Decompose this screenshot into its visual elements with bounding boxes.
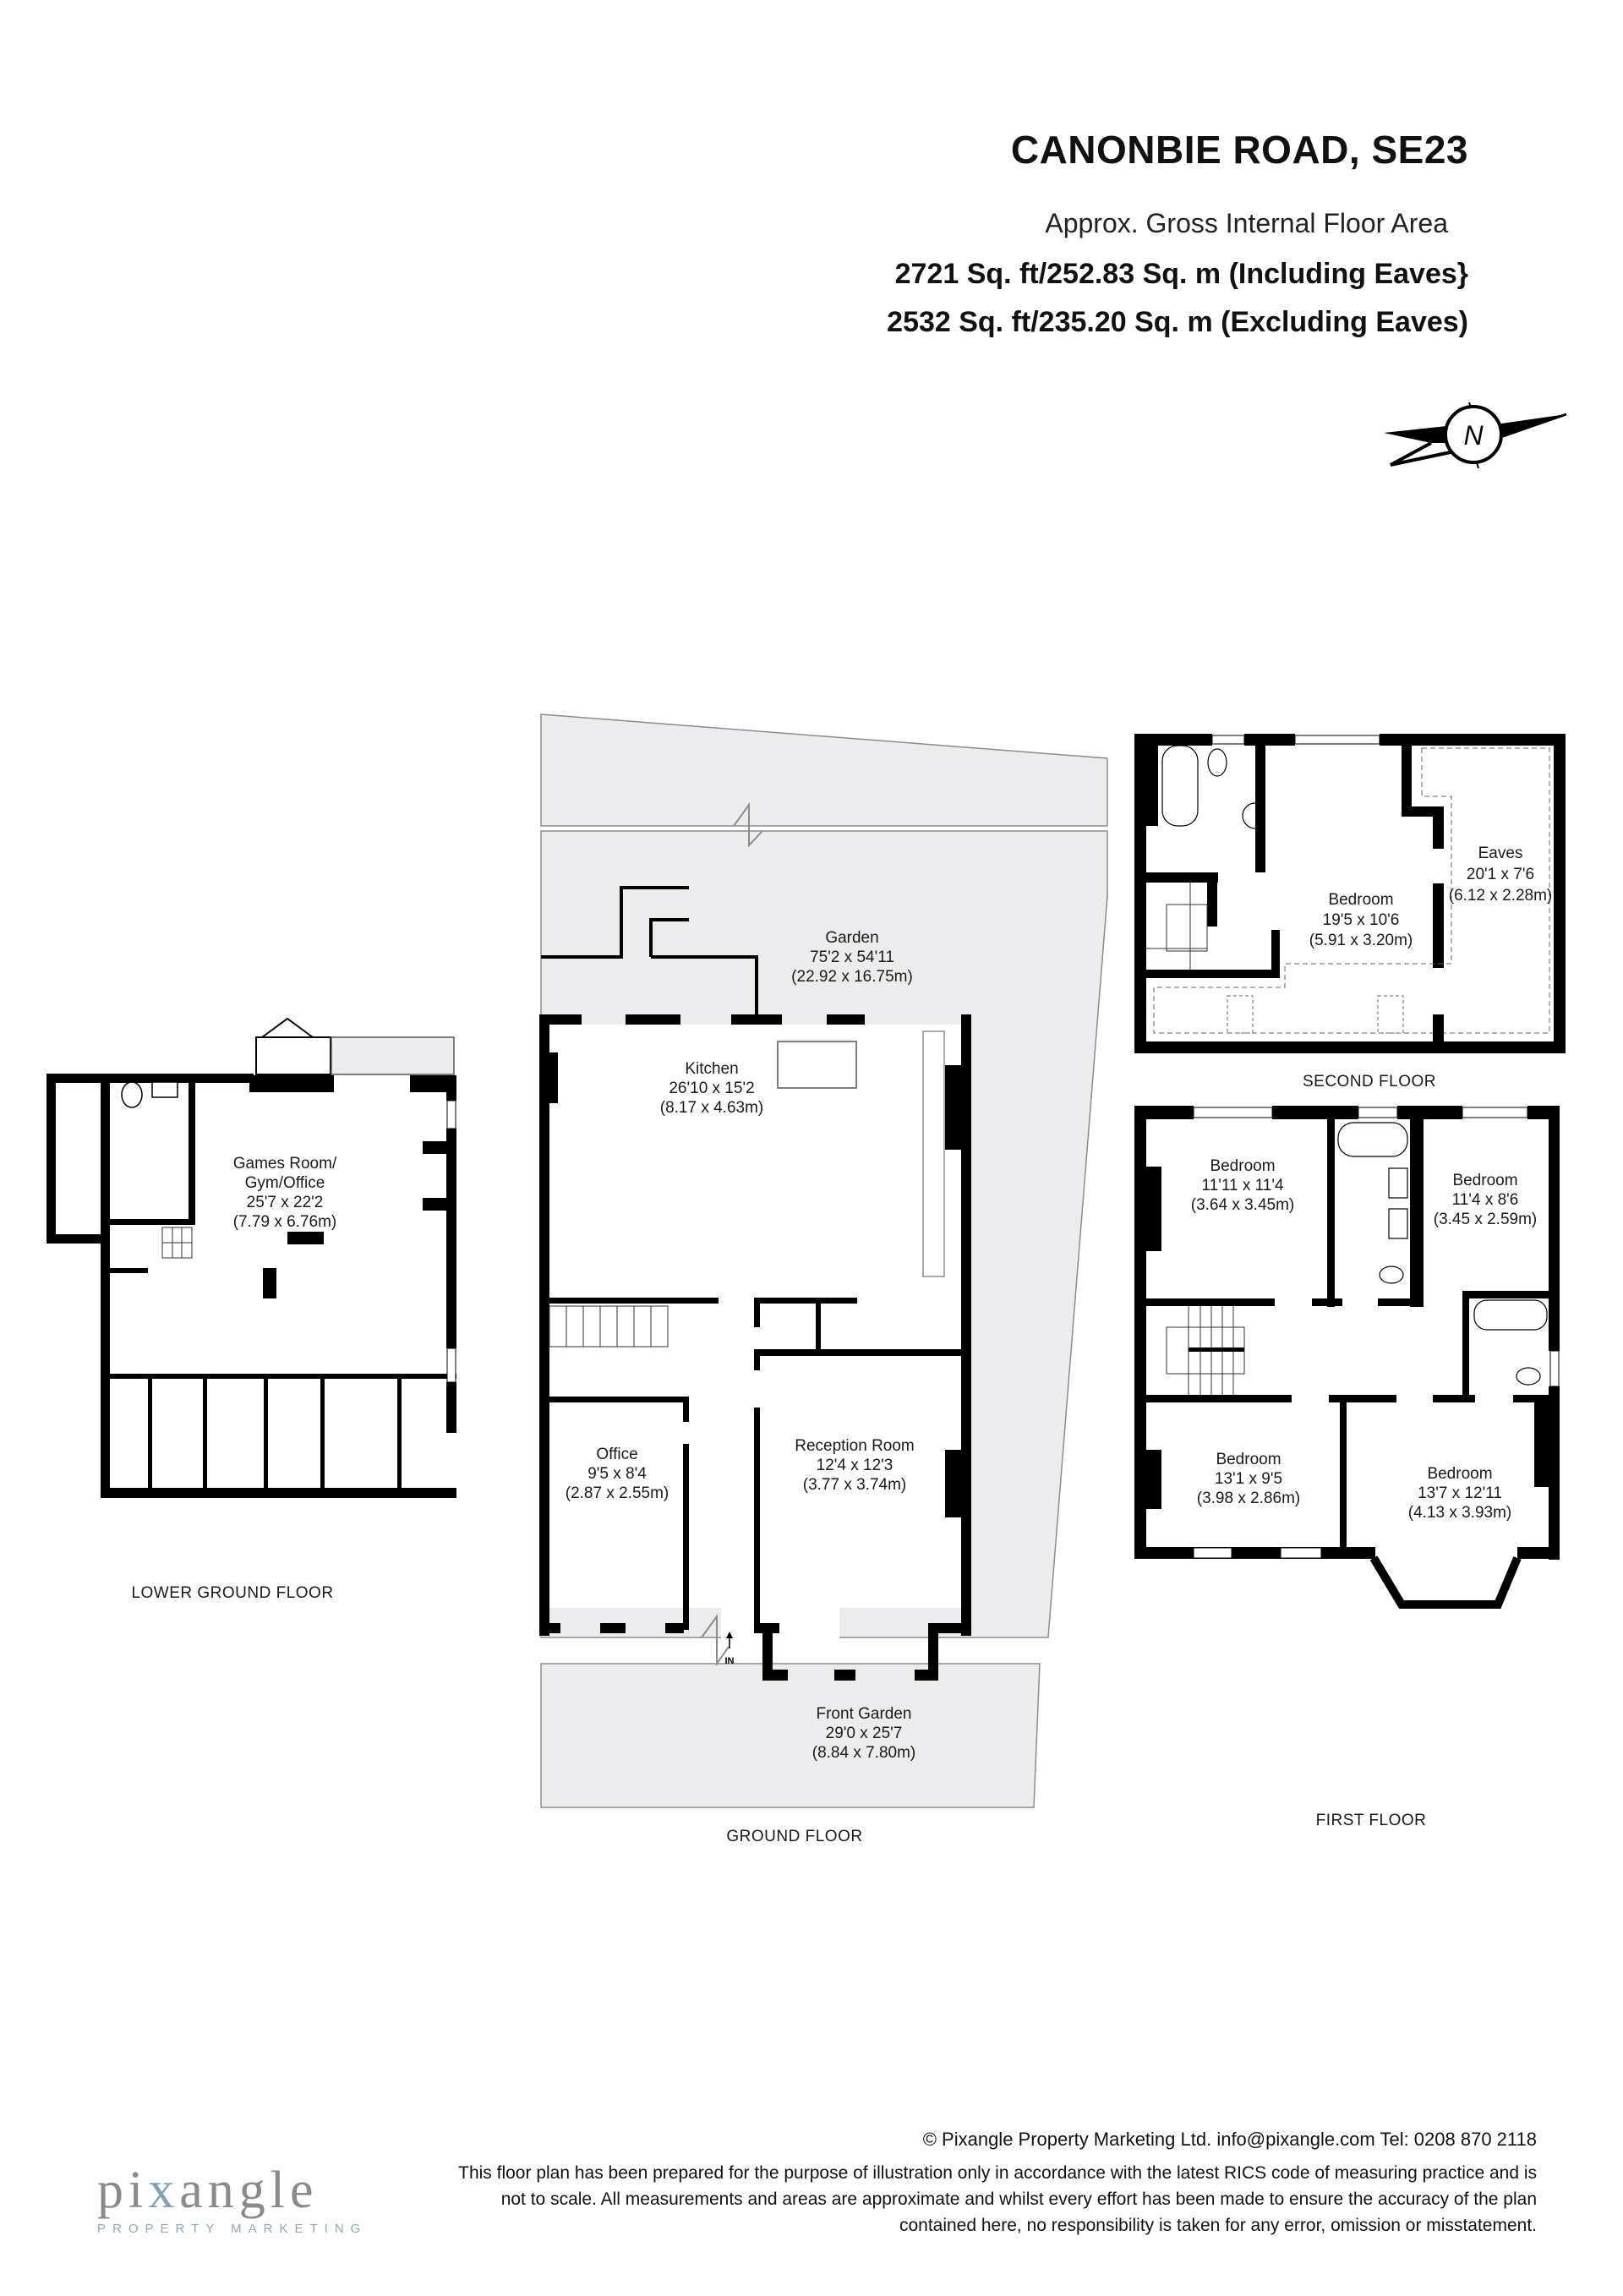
svg-text:25'7 x 22'2: 25'7 x 22'2 bbox=[247, 1194, 324, 1211]
svg-text:19'5 x 10'6: 19'5 x 10'6 bbox=[1323, 911, 1400, 929]
svg-text:(3.45 x 2.59m): (3.45 x 2.59m) bbox=[1434, 1211, 1538, 1228]
area-excluding-eaves: 2532 Sq. ft/235.20 Sq. m (Excluding Eave… bbox=[887, 306, 1468, 338]
svg-text:75'2 x 54'11: 75'2 x 54'11 bbox=[810, 948, 894, 966]
logo-wordmark: pixangle bbox=[97, 2162, 319, 2219]
svg-text:(6.12 x 2.28m): (6.12 x 2.28m) bbox=[1449, 887, 1553, 905]
svg-text:11'11 x 11'4: 11'11 x 11'4 bbox=[1201, 1177, 1283, 1194]
lower-ground-floor-plan: Games Room/ Gym/Office 25'7 x 22'2 (7.79… bbox=[46, 1017, 456, 1602]
svg-text:9'5 x 8'4: 9'5 x 8'4 bbox=[587, 1465, 647, 1483]
disclaimer-line-2: not to scale. All measurements and areas… bbox=[500, 2189, 1537, 2209]
svg-text:Eaves: Eaves bbox=[1478, 845, 1523, 862]
svg-text:Reception Room: Reception Room bbox=[795, 1437, 915, 1455]
entrance-label: IN bbox=[725, 1656, 735, 1666]
svg-text:Office: Office bbox=[596, 1446, 637, 1463]
area-including-eaves: 2721 Sq. ft/252.83 Sq. m (Including Eave… bbox=[894, 258, 1468, 290]
svg-text:(2.87 x 2.55m): (2.87 x 2.55m) bbox=[566, 1484, 669, 1502]
svg-text:(3.98 x 2.86m): (3.98 x 2.86m) bbox=[1197, 1490, 1301, 1507]
svg-text:GROUND FLOOR: GROUND FLOOR bbox=[726, 1828, 862, 1845]
area-subtitle: Approx. Gross Internal Floor Area bbox=[1045, 208, 1448, 238]
svg-text:N: N bbox=[1463, 420, 1484, 451]
svg-text:(5.91 x 3.20m): (5.91 x 3.20m) bbox=[1309, 932, 1413, 949]
disclaimer-line-3: contained here, no responsibility is tak… bbox=[899, 2216, 1537, 2235]
svg-text:Garden: Garden bbox=[825, 929, 878, 947]
first-floor-plan: Bedroom 11'11 x 11'4 (3.64 x 3.45m) Bedr… bbox=[1134, 1106, 1560, 1829]
pixangle-logo: pixangle PROPERTY MARKETING bbox=[97, 2164, 367, 2236]
svg-text:29'0 x 25'7: 29'0 x 25'7 bbox=[826, 1725, 903, 1742]
logo-tagline: PROPERTY MARKETING bbox=[97, 2222, 368, 2236]
svg-text:(8.84 x 7.80m): (8.84 x 7.80m) bbox=[812, 1744, 916, 1762]
svg-text:FIRST FLOOR: FIRST FLOOR bbox=[1316, 1812, 1427, 1829]
svg-text:13'7 x 12'11: 13'7 x 12'11 bbox=[1418, 1484, 1502, 1502]
svg-text:(7.79 x 6.76m): (7.79 x 6.76m) bbox=[233, 1213, 337, 1231]
svg-text:Bedroom: Bedroom bbox=[1216, 1451, 1281, 1468]
svg-text:Kitchen: Kitchen bbox=[685, 1060, 738, 1078]
svg-text:(8.17 x 4.63m): (8.17 x 4.63m) bbox=[660, 1099, 764, 1117]
property-title: CANONBIE ROAD, SE23 bbox=[1010, 128, 1468, 172]
disclaimer-line-1: This floor plan has been prepared for th… bbox=[458, 2163, 1537, 2183]
svg-text:11'4 x 8'6: 11'4 x 8'6 bbox=[1452, 1191, 1519, 1209]
svg-text:(3.64 x 3.45m): (3.64 x 3.45m) bbox=[1191, 1196, 1295, 1214]
ground-floor-plan: IN Garden 75'2 x 54'11 (22.92 x 16.75m) … bbox=[539, 713, 1108, 1845]
svg-text:Front Garden: Front Garden bbox=[817, 1705, 912, 1723]
svg-text:Games Room/: Games Room/ bbox=[233, 1155, 337, 1173]
copyright-line: © Pixangle Property Marketing Ltd. info@… bbox=[922, 2129, 1537, 2150]
svg-text:LOWER GROUND FLOOR: LOWER GROUND FLOOR bbox=[131, 1584, 333, 1602]
svg-text:Bedroom: Bedroom bbox=[1452, 1172, 1517, 1189]
svg-text:Bedroom: Bedroom bbox=[1328, 891, 1393, 909]
svg-text:26'10 x 15'2: 26'10 x 15'2 bbox=[669, 1080, 754, 1097]
svg-text:12'4 x 12'3: 12'4 x 12'3 bbox=[817, 1457, 893, 1474]
svg-text:Bedroom: Bedroom bbox=[1427, 1465, 1492, 1483]
svg-text:13'1 x 9'5: 13'1 x 9'5 bbox=[1215, 1470, 1282, 1488]
svg-text:SECOND FLOOR: SECOND FLOOR bbox=[1303, 1073, 1436, 1091]
svg-text:(22.92 x 16.75m): (22.92 x 16.75m) bbox=[791, 968, 913, 986]
north-arrow-icon: N bbox=[1384, 402, 1567, 469]
svg-text:Bedroom: Bedroom bbox=[1210, 1157, 1275, 1175]
svg-text:(4.13 x 3.93m): (4.13 x 3.93m) bbox=[1408, 1504, 1512, 1522]
second-floor-plan: Bedroom 19'5 x 10'6 (5.91 x 3.20m) Eaves… bbox=[1134, 734, 1566, 1091]
svg-text:20'1 x 7'6: 20'1 x 7'6 bbox=[1467, 866, 1534, 883]
svg-text:Gym/Office: Gym/Office bbox=[245, 1174, 325, 1192]
svg-text:(3.77 x 3.74m): (3.77 x 3.74m) bbox=[803, 1476, 907, 1494]
disclaimer: This floor plan has been prepared for th… bbox=[353, 2160, 1537, 2239]
